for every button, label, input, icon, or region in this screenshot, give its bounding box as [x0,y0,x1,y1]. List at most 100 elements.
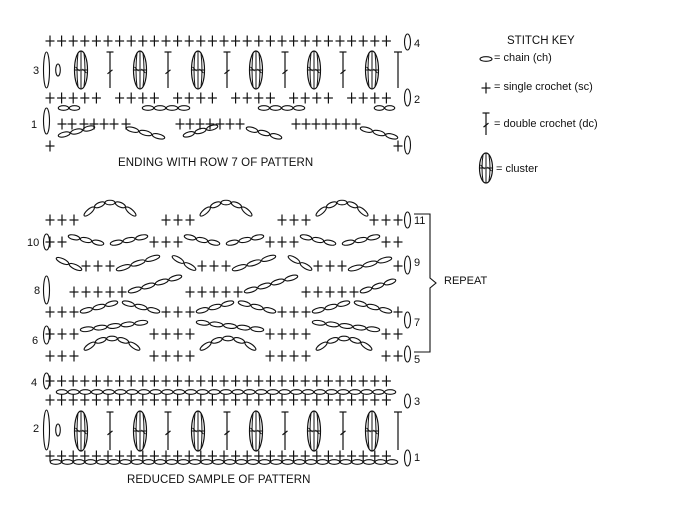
chain-symbol-icon [151,133,166,140]
chain-symbol-icon [379,307,393,314]
single-crochet-symbol-icon [277,214,287,226]
top-row-label-1: 1 [31,119,38,131]
single-crochet-symbol-icon [370,92,380,104]
single-crochet-symbol-icon [80,35,90,47]
stitch-stroke [250,66,255,72]
single-crochet-symbol-icon [393,328,403,340]
single-crochet-symbol-icon [323,394,333,406]
single-crochet-symbol-icon [103,394,113,406]
single-crochet-symbol-icon [289,35,299,47]
chain-symbol-icon [91,239,105,246]
key-label-chain: = chain (ch) [494,52,552,64]
single-crochet-symbol-icon [231,92,241,104]
chain-symbol-icon [299,262,313,271]
single-crochet-symbol-icon [91,92,101,104]
chain-symbol-icon [269,105,282,111]
single-crochet-symbol-icon [312,92,322,104]
chain-symbol-icon [323,239,337,246]
single-crochet-symbol-icon [57,236,67,248]
turning-chain-icon [42,107,51,135]
single-crochet-symbol-icon [45,306,55,318]
stitch-stroke [199,68,204,74]
single-crochet-symbol-icon [289,375,299,387]
turning-chain-icon [42,275,51,305]
chain-symbol-icon [83,341,96,351]
single-crochet-symbol-icon [99,118,109,130]
single-crochet-symbol-icon [115,394,125,406]
chain-symbol-icon [57,131,71,138]
stitch-stroke [224,430,230,436]
single-crochet-symbol-icon [347,450,357,462]
chain-symbol-icon [257,105,271,111]
single-crochet-symbol-icon [207,450,217,462]
cluster-symbol-icon [190,410,206,452]
chain-symbol-icon [79,389,92,395]
single-crochet-symbol-icon [57,35,67,47]
single-crochet-symbol-icon [370,35,380,47]
chain-symbol-icon [354,236,368,244]
single-crochet-symbol-icon [381,450,391,462]
single-crochet-symbol-icon [173,92,183,104]
single-crochet-symbol-icon [277,328,287,340]
chain-symbol-icon [341,239,355,246]
single-crochet-symbol-icon [93,260,103,272]
stitch-stroke [257,68,262,74]
single-crochet-symbol-icon [323,35,333,47]
chain-symbol-icon [84,459,97,465]
single-crochet-symbol-icon [115,375,125,387]
chain-symbol-icon [120,321,135,328]
chain-symbol-icon [222,323,238,329]
chain-symbol-icon [284,274,299,282]
stitch-stroke [282,69,288,75]
repeat-bracket [414,213,437,353]
single-crochet-symbol-icon [242,375,252,387]
chain-symbol-icon [67,234,81,241]
bottom-row-label-9: 9 [414,257,421,269]
single-crochet-symbol-icon [105,286,115,298]
single-crochet-symbol-icon [161,236,171,248]
stitch-stroke [257,429,262,435]
chain-symbol-icon [72,459,86,465]
single-crochet-symbol-icon [221,260,231,272]
single-crochet-symbol-icon [126,375,136,387]
single-crochet-symbol-icon [91,394,101,406]
chain-symbol-icon [130,259,146,267]
double-crochet-symbol-icon [106,411,114,450]
single-crochet-symbol-icon [196,450,206,462]
stitch-stroke [75,427,80,433]
chain-symbol-icon [292,105,306,111]
single-crochet-symbol-icon [381,236,391,248]
chain-symbol-icon [325,389,338,395]
single-crochet-symbol-icon [89,118,99,130]
single-crochet-symbol-icon [91,450,101,462]
single-crochet-symbol-icon [393,140,403,152]
chain-symbol-icon [479,56,493,62]
chain-symbol-icon [125,206,137,217]
bottom-row-label-6: 6 [32,335,39,347]
single-crochet-symbol-icon [265,450,275,462]
single-crochet-symbol-icon [381,375,391,387]
chain-symbol-icon [104,199,116,206]
single-crochet-symbol-icon [209,260,219,272]
chain-symbol-icon [212,459,225,465]
bottom-row-label-7: 7 [414,317,421,329]
single-crochet-symbol-icon [149,236,159,248]
single-crochet-symbol-icon [91,35,101,47]
chain-symbol-icon [326,201,338,209]
single-crochet-symbol-icon [323,92,333,104]
chain-symbol-icon [257,282,272,290]
stitch-stroke [141,429,146,435]
chain-symbol-icon [346,201,358,209]
key-label-single-crochet: = single crochet (sc) [494,81,593,93]
single-crochet-symbol-icon [207,92,217,104]
chain-symbol-icon [154,278,169,286]
single-crochet-symbol-icon [254,35,264,47]
single-crochet-symbol-icon [277,394,287,406]
stitch-stroke [373,68,378,74]
single-crochet-symbol-icon [103,375,113,387]
single-crochet-symbol-icon [219,35,229,47]
single-crochet-symbol-icon [161,450,171,462]
single-crochet-symbol-icon [370,375,380,387]
chain-symbol-icon [325,321,340,328]
turning-chain-icon [403,393,412,409]
